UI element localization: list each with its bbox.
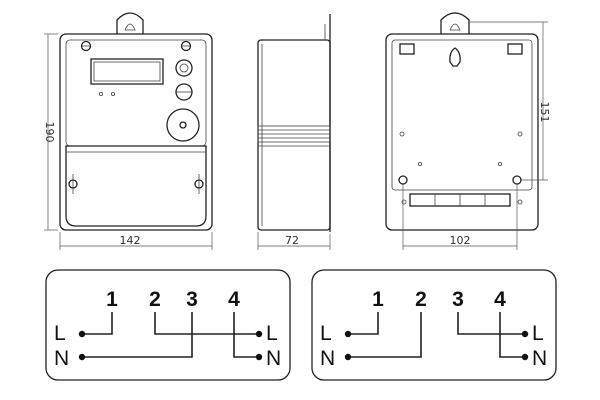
wire-line-out [154, 312, 259, 335]
node-dot [344, 353, 352, 361]
led-icon [111, 92, 116, 97]
in-line-label: L [320, 322, 332, 345]
wire-neutral-in [348, 312, 422, 358]
wire-neutral-in [82, 312, 193, 358]
dial-icon [166, 108, 200, 142]
lcd-display [90, 58, 164, 85]
terminal-4-label: 4 [494, 288, 506, 311]
out-neutral-label: N [266, 347, 281, 370]
node-dot [78, 330, 86, 338]
out-line-label: L [266, 322, 278, 345]
node-dot [78, 353, 86, 361]
side-body [257, 39, 331, 231]
terminal-2-label: 2 [415, 288, 427, 311]
side-depth-label: 72 [285, 234, 299, 247]
mount-slot [507, 43, 523, 55]
screw-icon [180, 40, 192, 52]
front-hanging-hole [124, 23, 136, 31]
front-body [59, 33, 213, 231]
wire-line-out [457, 312, 525, 335]
mount-lug [398, 175, 408, 185]
back-mount-height-label: 151 [538, 102, 551, 123]
in-neutral-label: N [54, 347, 69, 370]
front-height-label: 190 [43, 122, 56, 143]
back-body [385, 33, 539, 231]
wiring-diagram-left: 1 2 3 4 L N L N [45, 269, 291, 381]
node-dot [521, 330, 529, 338]
in-line-label: L [54, 322, 66, 345]
side-view: 72 [257, 14, 331, 250]
wire-neutral-out [233, 312, 259, 358]
in-neutral-label: N [320, 347, 335, 370]
front-hanging-tab [116, 12, 144, 34]
out-neutral-label: N [532, 347, 547, 370]
knob-icon [175, 59, 193, 77]
node-dot [521, 353, 529, 361]
back-mount-width-label: 102 [450, 234, 471, 247]
back-view: 151 102 [385, 12, 551, 250]
node-dot [255, 330, 263, 338]
wiring-diagram-right: 1 2 3 4 L N L N [311, 269, 557, 381]
terminal-3-label: 3 [452, 288, 464, 311]
led-icon [99, 92, 104, 97]
terminal-3-label: 3 [186, 288, 198, 311]
back-hanging-tab [440, 12, 470, 34]
screw-icon [80, 40, 92, 52]
terminal-2-label: 2 [149, 288, 161, 311]
front-terminal-cover [65, 145, 207, 227]
wire-line-in [82, 312, 113, 335]
front-view: 190 142 [43, 12, 213, 250]
node-dot [255, 353, 263, 361]
terminal-4-label: 4 [228, 288, 240, 311]
keyhole-icon [449, 47, 461, 67]
out-line-label: L [532, 322, 544, 345]
wiring-box-right [311, 269, 557, 381]
terminal-1-label: 1 [106, 288, 118, 311]
wiring-box-left [45, 269, 291, 381]
node-dot [344, 330, 352, 338]
mount-lug [512, 175, 522, 185]
front-width-label: 142 [120, 234, 141, 247]
front-cover [65, 39, 207, 147]
mount-slot [399, 43, 415, 55]
terminal-1-label: 1 [372, 288, 384, 311]
wire-line-in [348, 312, 379, 335]
wire-neutral-out [499, 312, 525, 358]
